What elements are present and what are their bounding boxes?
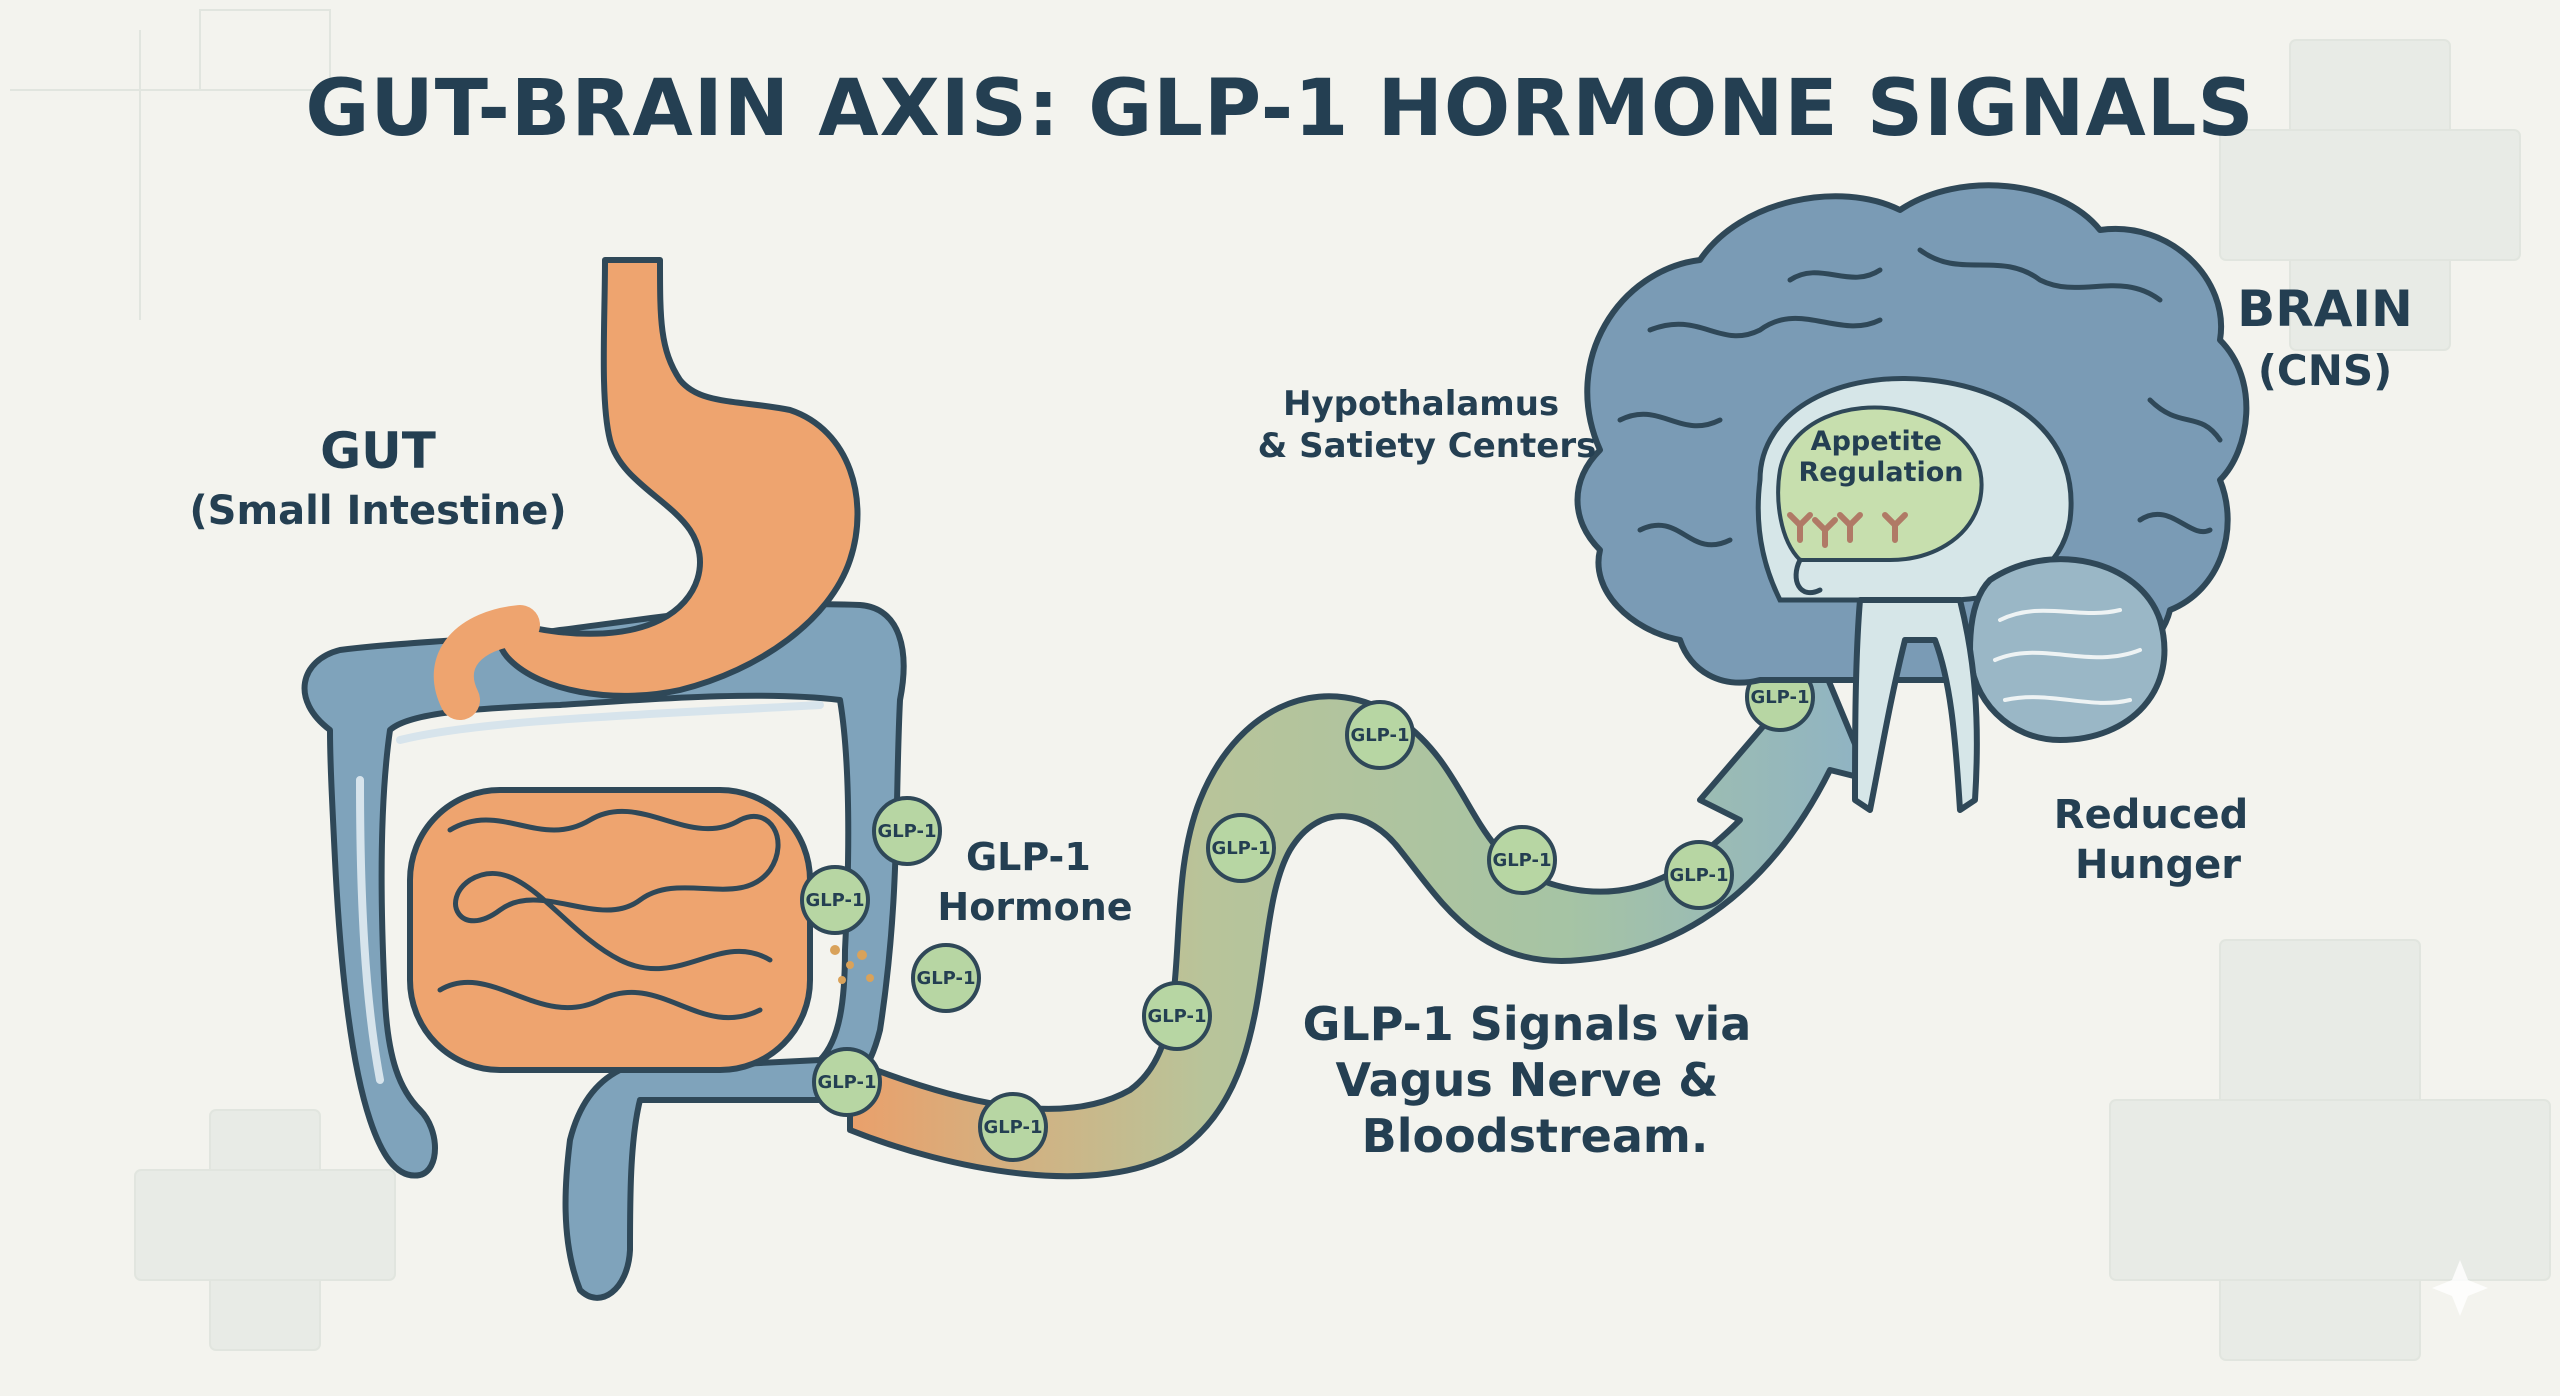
glp1-badge: GLP-1 [911,943,981,1013]
glp1-badge: GLP-1 [1664,840,1734,910]
brain-sublabel: (CNS) [2258,346,2393,395]
glp1-badge: GLP-1 [1487,825,1557,895]
gut-label: GUT [320,422,436,480]
sparkle-icon [2432,1260,2488,1316]
appetite-label: Appetite Regulation [1798,426,1963,488]
glp1-badge: GLP-1 [1206,813,1276,883]
brain-illustration [1574,182,2250,813]
svg-text:GLP-1: GLP-1 [983,1117,1042,1138]
svg-text:GLP-1: GLP-1 [1492,850,1551,871]
glp1-badge: GLP-1 [800,865,870,935]
brain-label: BRAIN [2237,280,2413,338]
svg-text:GLP-1: GLP-1 [1350,725,1409,746]
stomach [496,257,861,699]
svg-text:GLP-1: GLP-1 [817,1072,876,1093]
glp1-badge: GLP-1 [978,1092,1048,1162]
svg-text:GLP-1: GLP-1 [1211,838,1270,859]
signals-label: GLP-1 Signals via Vagus Nerve & Bloodstr… [1303,997,1768,1163]
gut-sublabel: (Small Intestine) [189,488,566,534]
reduced-hunger-label: Reduced Hunger [2054,792,2262,888]
svg-text:GLP-1: GLP-1 [805,890,864,911]
svg-text:GLP-1: GLP-1 [1750,687,1809,708]
glp1-badge: GLP-1 [1345,700,1415,770]
brainstem [1852,597,1980,813]
svg-text:GLP-1: GLP-1 [1147,1006,1206,1027]
svg-text:GLP-1: GLP-1 [916,968,975,989]
background-decoration [10,9,2551,1361]
gut-illustration [301,257,907,1301]
page-title: GUT-BRAIN AXIS: GLP-1 HORMONE SIGNALS [305,64,2254,154]
hypothalamus-label: Hypothalamus & Satiety Centers [1258,384,1597,466]
svg-text:GLP-1: GLP-1 [1669,865,1728,886]
svg-text:GLP-1: GLP-1 [877,821,936,842]
cerebellum [1967,556,2168,743]
small-intestine [407,787,813,1073]
glp1-badge: GLP-1 [1142,981,1212,1051]
glp1-badge: GLP-1 [812,1047,882,1117]
glp1-hormone-label: GLP-1 Hormone [937,835,1132,929]
hormone-particles [830,945,874,984]
receptors [1787,512,1908,548]
glp1-badge: GLP-1 [872,796,942,866]
glp1-badges: GLP-1 GLP-1 GLP-1 GLP-1 GLP-1 GLP-1 GLP-… [800,662,1815,1162]
